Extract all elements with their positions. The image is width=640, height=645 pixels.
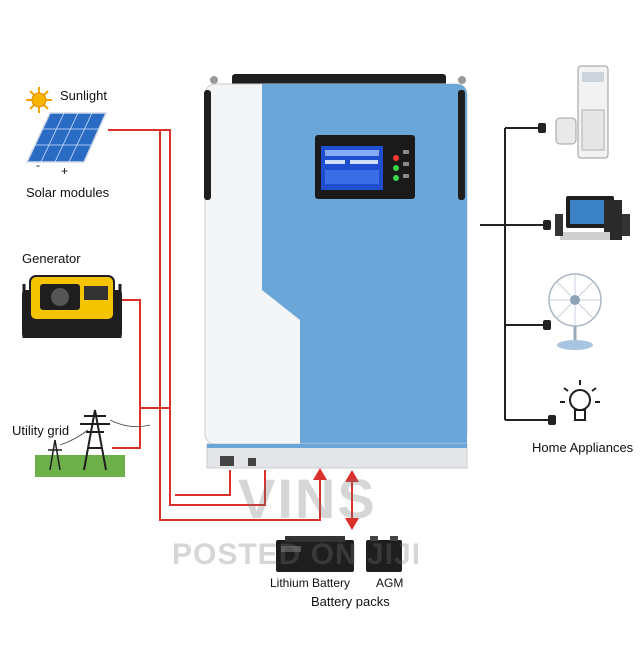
display-button (403, 162, 409, 166)
solar-panel-icon (25, 112, 108, 163)
lithium-battery-icon (276, 536, 354, 572)
lcd-segment (350, 160, 378, 164)
plug-icon (538, 123, 546, 133)
home-appliances-label: Home Appliances (532, 440, 634, 455)
plug-icon (543, 220, 551, 230)
generator-label: Generator (22, 251, 81, 266)
display-button (403, 174, 409, 178)
inverter (204, 74, 468, 469)
solar-wire (108, 129, 266, 506)
air-conditioner-icon (555, 65, 609, 159)
up-arrow-1 (313, 468, 327, 480)
plug-icons (538, 123, 556, 425)
fan-icon (548, 273, 602, 350)
inverter-blue-face (262, 84, 467, 444)
terminal (220, 456, 234, 466)
watermark-posted: POSTED ON JIJI (172, 538, 422, 571)
generator-wire (112, 299, 141, 449)
agm-label: AGM (376, 576, 404, 590)
output-wiring (480, 127, 550, 421)
up-arrow-2 (345, 470, 359, 482)
inverter-side-handle (458, 90, 465, 200)
screw (210, 76, 218, 84)
lithium-battery-label: Lithium Battery (270, 576, 351, 590)
lcd-segment (325, 150, 379, 156)
agm-battery-icon (366, 536, 402, 572)
display-button (403, 150, 409, 154)
screw (458, 76, 466, 84)
solar-modules-label: Solar modules (26, 185, 110, 200)
computer-icon (555, 196, 630, 240)
generator-icon (22, 275, 122, 338)
lcd-graphic (325, 170, 379, 184)
utility-grid-icon (35, 409, 151, 477)
minus-sign: - (36, 158, 40, 172)
inverter-side-handle (204, 90, 211, 200)
plug-icon (548, 415, 556, 425)
battery-wire-inner (175, 470, 231, 496)
battery-wire-outer (159, 130, 321, 521)
inverter-base-stripe (207, 444, 467, 448)
light-bulb-icon (560, 380, 600, 421)
status-led (393, 165, 399, 171)
plug-icon (543, 320, 551, 330)
down-arrow (345, 518, 359, 530)
battery-packs-label: Battery packs (311, 594, 390, 609)
terminal (248, 458, 256, 466)
plus-sign: + (61, 164, 69, 178)
sunlight-label: Sunlight (60, 88, 107, 103)
sun-icon (26, 87, 52, 113)
status-led (393, 155, 399, 161)
utility-grid-label: Utility grid (12, 423, 70, 438)
lcd-segment (325, 160, 345, 164)
status-led (393, 175, 399, 181)
input-wiring (108, 129, 353, 521)
watermark-brand: VINS (238, 467, 377, 530)
